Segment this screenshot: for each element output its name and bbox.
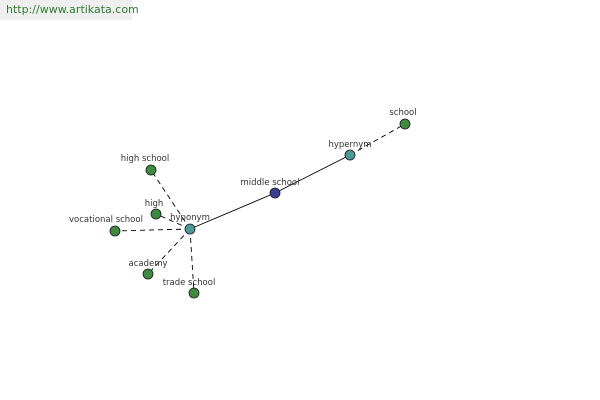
edge-hyponym-to-vocational-school [114,228,191,232]
source-link[interactable]: http://www.artikata.com [0,0,139,20]
node-middle-school[interactable] [269,187,281,199]
node-label-high-school[interactable]: high school [121,154,170,164]
node-school[interactable] [399,118,411,130]
node-hyponym[interactable] [184,223,196,235]
node-label-middle-school[interactable]: middle school [241,178,300,188]
node-academy[interactable] [142,268,154,280]
node-label-school[interactable]: school [389,108,416,118]
node-trade-school[interactable] [188,287,200,299]
edge-hyponym-to-trade-school [189,228,195,294]
node-label-high[interactable]: high [145,199,164,209]
node-hypernym[interactable] [344,149,356,161]
graph-edges [114,123,406,294]
edge-hyponym-to-high-school [150,169,191,230]
edge-middle-school-to-hyponym [189,192,276,230]
node-label-hypernym[interactable]: hypernym [328,140,371,150]
node-label-trade-school[interactable]: trade school [163,278,216,288]
graph-nodes [109,118,411,299]
edge-hyponym-to-academy [147,228,191,275]
graph-labels: school hypernym middle school hyponym high s… [69,108,417,288]
node-label-vocational-school[interactable]: vocational school [69,215,143,225]
node-label-hyponym[interactable]: hyponym [170,213,210,223]
node-high[interactable] [150,208,162,220]
edge-middle-school-to-hypernym [274,154,351,194]
node-high-school[interactable] [145,164,157,176]
node-vocational-school[interactable] [109,225,121,237]
edge-hyponym-to-high [155,213,191,230]
node-label-academy[interactable]: academy [128,259,167,269]
edge-hypernym-to-school [349,123,406,156]
